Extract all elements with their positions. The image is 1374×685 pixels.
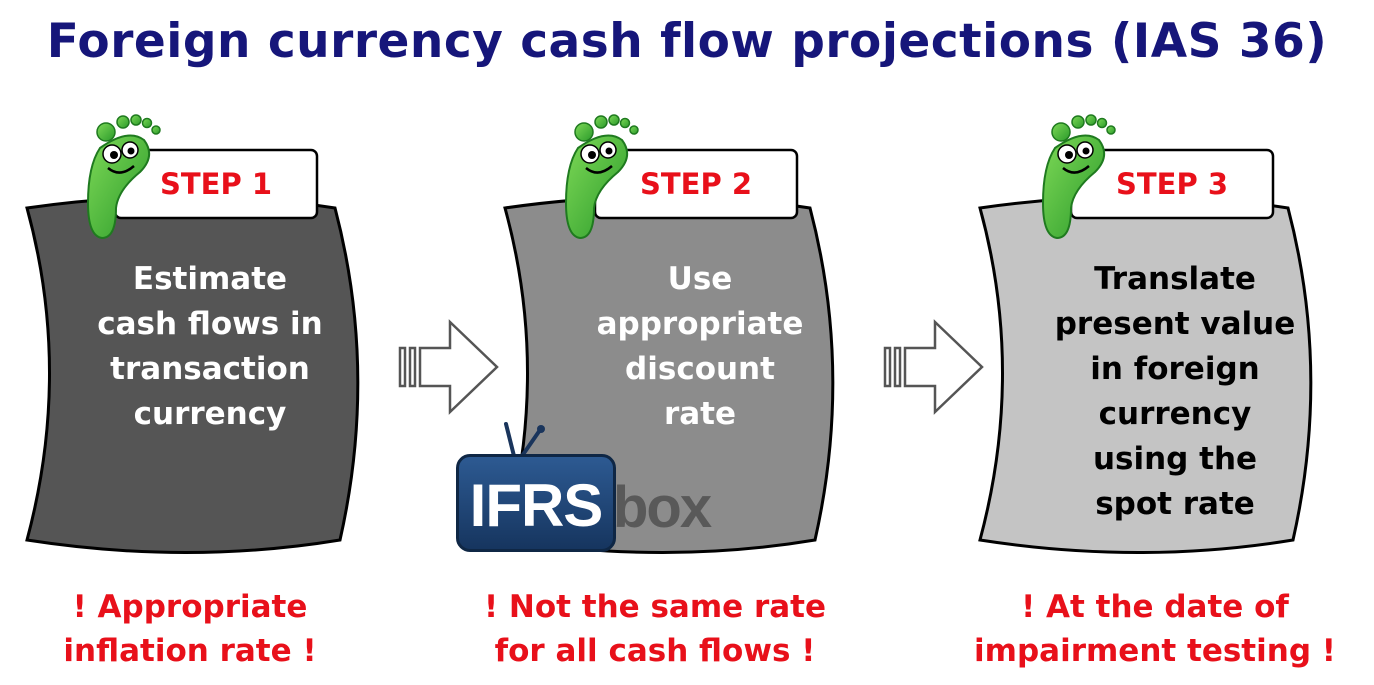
step-3-text: Translate present value in foreign curre… bbox=[1054, 261, 1296, 522]
ifrs-logo-box-text: box bbox=[613, 475, 712, 540]
arrow-right-icon bbox=[398, 319, 499, 415]
step-1-text: Estimate cash flows in transaction curre… bbox=[97, 261, 323, 432]
step-1-badge-label: STEP 1 bbox=[159, 167, 272, 201]
step-2-text: Use appropriate discount rate bbox=[596, 261, 804, 432]
tv-antenna-icon bbox=[504, 422, 542, 458]
foot-mascot-icon bbox=[564, 114, 639, 240]
foot-mascot-icon bbox=[86, 114, 161, 240]
ifrs-logo: IFRS bbox=[456, 454, 616, 552]
foot-mascot-icon bbox=[1041, 114, 1116, 240]
step-3-note: ! At the date of impairment testing ! bbox=[974, 589, 1336, 669]
step-2-badge-label: STEP 2 bbox=[639, 167, 752, 201]
tv-antenna-tip bbox=[537, 425, 545, 433]
step-3-badge-label: STEP 3 bbox=[1115, 167, 1228, 201]
step-1-note: ! Appropriate inflation rate ! bbox=[63, 589, 317, 669]
arrow-right-icon bbox=[883, 319, 984, 415]
page-title: Foreign currency cash flow projections (… bbox=[46, 14, 1328, 69]
step-2-note: ! Not the same rate for all cash flows ! bbox=[483, 589, 827, 669]
